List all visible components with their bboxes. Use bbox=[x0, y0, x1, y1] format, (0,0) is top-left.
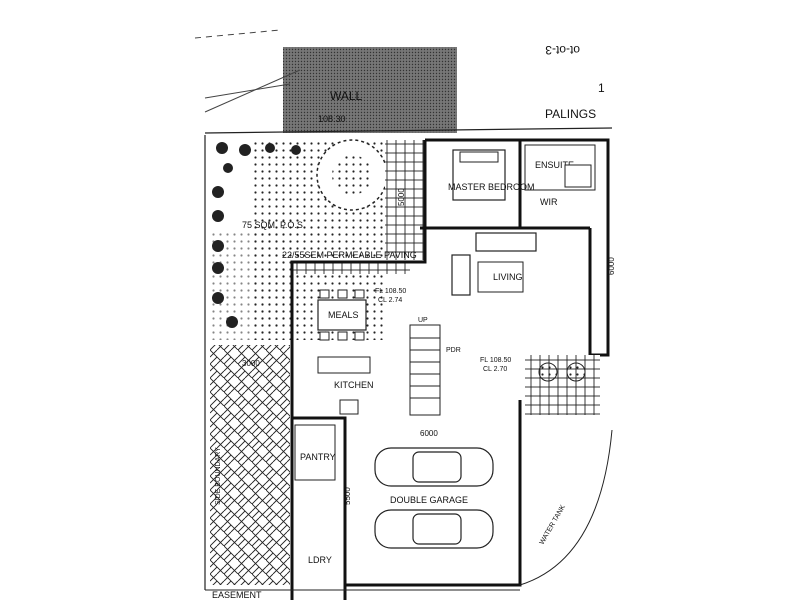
pos-label: 75 SQM. P.O.S. bbox=[242, 220, 305, 230]
title-fragment: ot-ot-3 bbox=[545, 43, 580, 57]
boundary-dash-1 bbox=[194, 29, 281, 39]
shrubs-left bbox=[212, 142, 301, 328]
living-cl: CL 2.70 bbox=[483, 366, 507, 373]
room-garage: DOUBLE GARAGE bbox=[390, 495, 468, 505]
room-master-bedroom: MASTER BEDROOM bbox=[448, 182, 535, 192]
boundary-line-2 bbox=[204, 69, 301, 113]
side-boundary-label: SIDE BOUNDARY bbox=[215, 447, 222, 505]
staircase bbox=[409, 324, 441, 416]
pantry-room bbox=[294, 424, 336, 481]
tree-trunk bbox=[332, 155, 372, 195]
living-fl: FL 108.50 bbox=[480, 357, 511, 364]
car-bottom bbox=[374, 509, 494, 549]
room-ensuite: ENSUITE bbox=[535, 160, 574, 170]
sofa-side bbox=[451, 254, 471, 296]
paving-area bbox=[385, 140, 425, 260]
water-tank-label: WATER TANK bbox=[539, 504, 567, 546]
stair-up: UP bbox=[418, 317, 428, 324]
wall-number: 108.30 bbox=[318, 114, 346, 124]
shared-wall-block bbox=[283, 47, 457, 133]
car-top bbox=[374, 447, 494, 487]
kitchen-bench bbox=[317, 356, 371, 374]
garage-depth-dim: 5500 bbox=[343, 487, 352, 505]
room-kitchen: KITCHEN bbox=[334, 380, 374, 390]
stovetop bbox=[339, 399, 359, 415]
boundary-line-3 bbox=[204, 83, 291, 99]
room-living: LIVING bbox=[493, 272, 523, 282]
right-garden bbox=[525, 355, 600, 415]
coffee-table bbox=[477, 261, 524, 293]
sofa-top bbox=[475, 232, 537, 252]
left-kitchen-dim: 3000 bbox=[242, 359, 260, 368]
meals-fl: FL 108.50 bbox=[375, 288, 406, 295]
room-pdr: PDR bbox=[446, 347, 461, 354]
ensuite-bath bbox=[564, 164, 592, 188]
meals-cl: CL 2.74 bbox=[378, 297, 402, 304]
dining-table bbox=[317, 299, 367, 331]
corner-arc bbox=[519, 429, 613, 586]
shrub-right-2 bbox=[566, 362, 586, 382]
bed-pillow bbox=[459, 151, 499, 163]
side-path bbox=[210, 345, 290, 585]
shrub-right-1 bbox=[538, 362, 558, 382]
corner-mark: 1 bbox=[598, 81, 605, 95]
room-laundry: LDRY bbox=[308, 555, 332, 565]
bedroom-depth-dim: 5000 bbox=[397, 188, 406, 206]
right-dim: 6000 bbox=[607, 257, 616, 275]
ensuite-room bbox=[524, 144, 596, 191]
garage-width-dim: 6000 bbox=[420, 429, 438, 438]
palings-line bbox=[204, 127, 613, 134]
easement-label: EASEMENT bbox=[212, 590, 262, 600]
paving-label: 22/55SEM PERMEABLE PAVING bbox=[282, 250, 417, 260]
paving-strip bbox=[292, 262, 410, 274]
palings-label: PALINGS bbox=[545, 107, 596, 121]
shared-wall-label: WALL bbox=[330, 89, 363, 103]
dining-chairs bbox=[319, 289, 365, 341]
room-pantry: PANTRY bbox=[300, 452, 336, 462]
room-meals: MEALS bbox=[328, 310, 359, 320]
room-wir: WIR bbox=[540, 197, 558, 207]
